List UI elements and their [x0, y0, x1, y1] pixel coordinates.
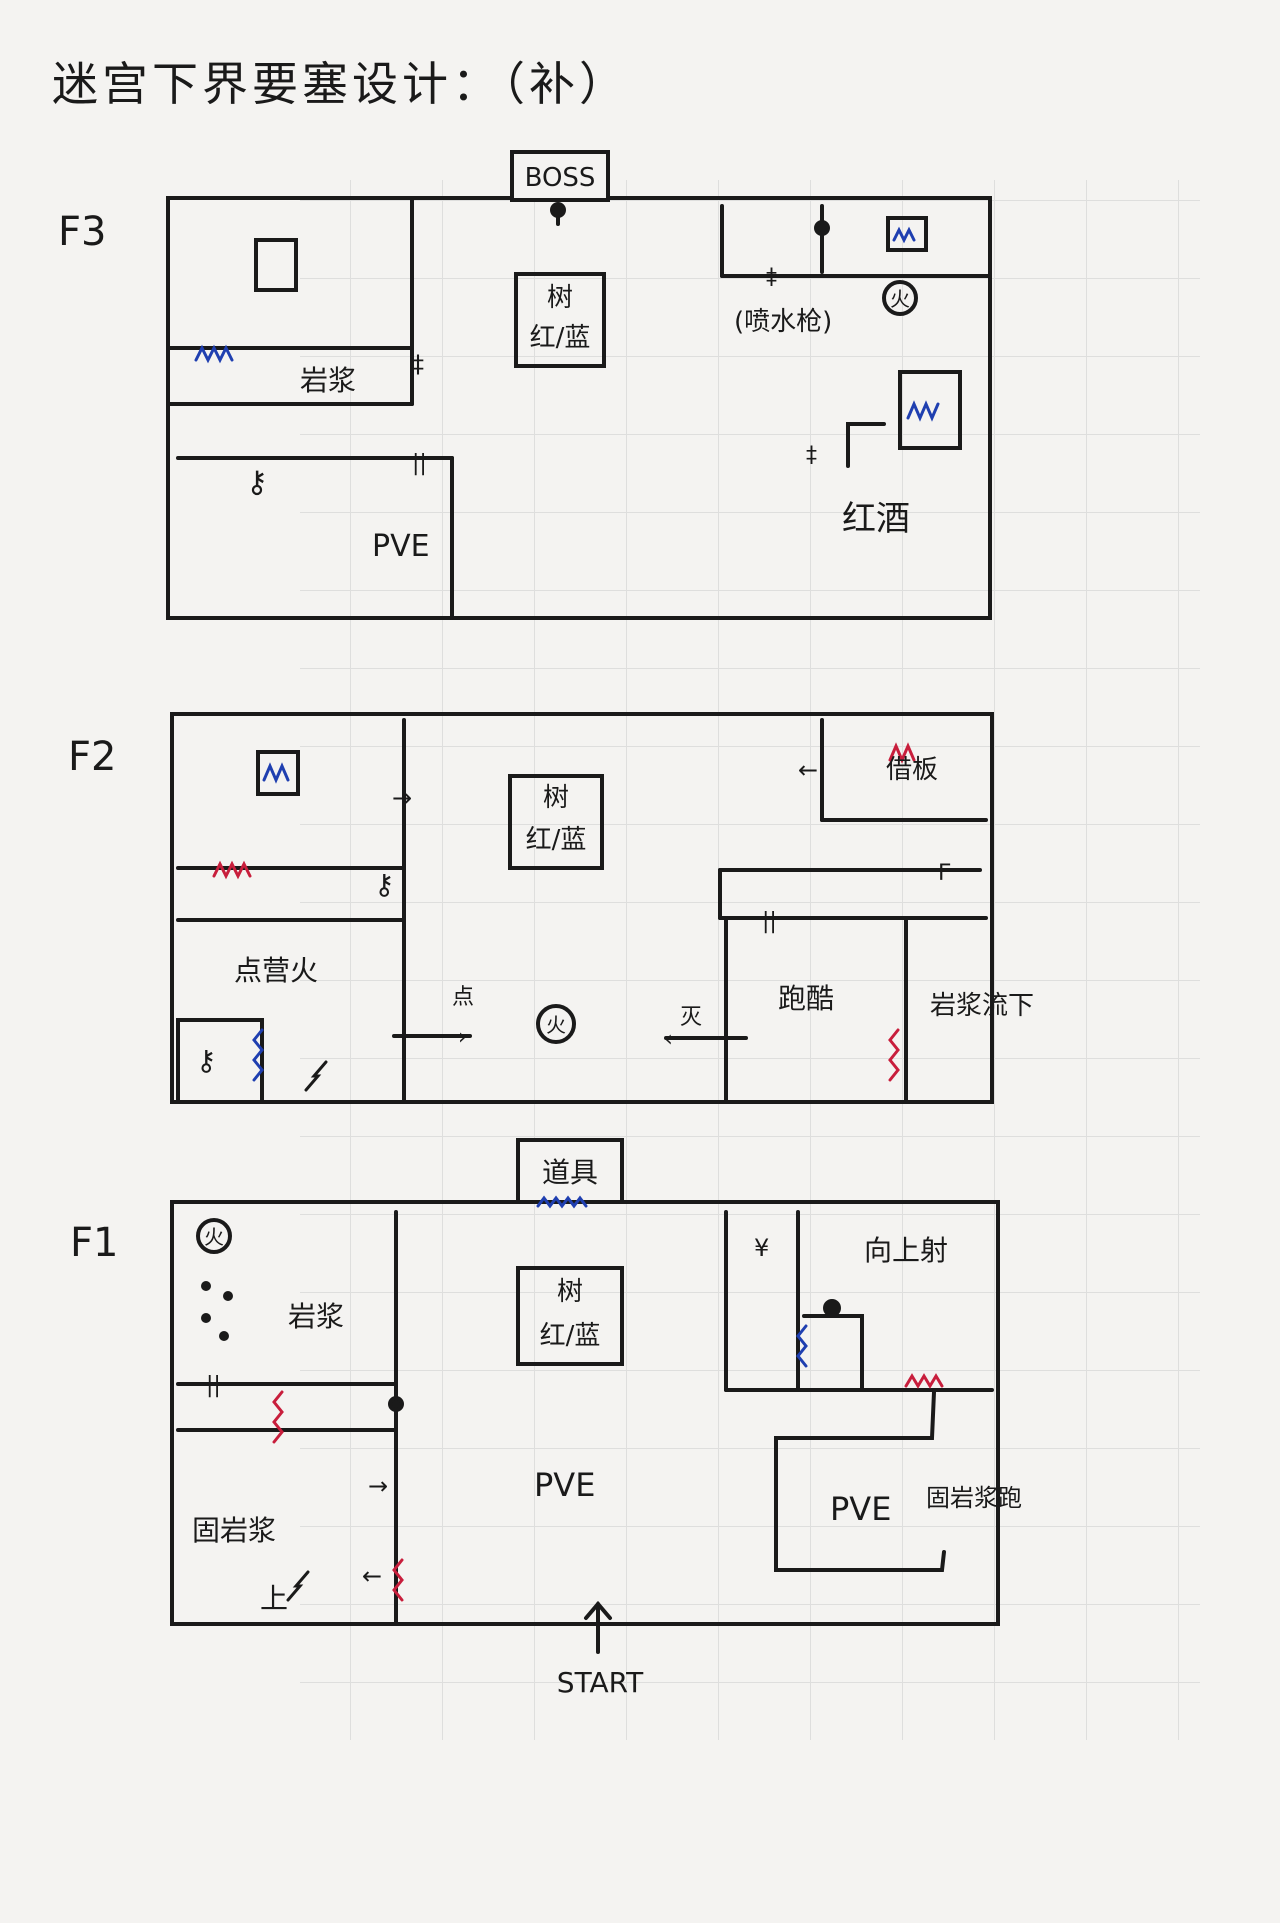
blue-lava-icon-7 — [796, 1324, 808, 1368]
red-lava-icon-5 — [392, 1558, 404, 1602]
f3-tree-box — [514, 272, 606, 368]
blue-lava-icon-2 — [892, 226, 916, 244]
lava-flow-label: 岩浆流下 — [930, 991, 1034, 1021]
stairs-icon — [304, 1060, 328, 1092]
red-lava-icon-3 — [888, 1028, 900, 1082]
start-label: START — [557, 1666, 644, 1699]
blue-lava-icon-4 — [262, 762, 290, 784]
f3-door-mark-2: || — [412, 451, 427, 476]
f3-lava-label: 岩浆 — [300, 364, 356, 397]
fire-icon-3 — [196, 1218, 232, 1254]
boss-box — [510, 150, 610, 202]
props-box — [516, 1138, 624, 1204]
f3-tree-label-1: 树 — [547, 283, 573, 313]
fire-icon-label: 火 — [890, 287, 910, 311]
f1-door-mark: || — [206, 1373, 221, 1398]
f1-pve-center-label: PVE — [534, 1466, 595, 1504]
parkour-label: 跑酷 — [778, 982, 834, 1015]
f3-pve-label: PVE — [372, 529, 430, 564]
f2-small-room — [176, 1018, 264, 1104]
fire-icon-2 — [536, 1004, 576, 1044]
f3-tree-label-2: 红/蓝 — [530, 323, 591, 353]
arrow-right-icon-2: › — [458, 1025, 467, 1050]
blue-lava-icon-5 — [252, 1028, 264, 1082]
boss-label: BOSS — [525, 163, 596, 193]
f2-blue-box — [256, 750, 300, 796]
f1-inner-room — [802, 1314, 864, 1390]
background-grid — [300, 180, 1200, 1740]
f3-door-lock-icon — [814, 220, 830, 236]
blue-lava-icon — [194, 344, 234, 364]
dot-2 — [223, 1291, 233, 1301]
point-label: 点 — [452, 985, 474, 1010]
floor-f1: F1 道具 火 岩浆 || → 固岩浆 上 ← 树 红/蓝 PVE ¥ — [70, 1138, 1022, 1699]
red-wine-label: 红酒 — [842, 499, 910, 539]
blue-lava-icon-6 — [536, 1195, 588, 1209]
key-icon-3: ⚷ — [196, 1044, 217, 1077]
f1-pve-room-wall — [774, 1390, 946, 1572]
red-lava-icon-4 — [272, 1390, 284, 1444]
floor-label-f1: F1 — [70, 1220, 118, 1266]
f2-tree-label-1: 树 — [543, 783, 569, 813]
f2-door-mark-2: || — [762, 909, 777, 934]
f2-tree-label-2: 红/蓝 — [526, 825, 587, 855]
arrow-left-icon-2: ← — [798, 756, 818, 784]
fire-icon — [882, 280, 918, 316]
borrow-label: 借板 — [886, 755, 938, 785]
arrow-left-icon-3: ← — [362, 1562, 382, 1590]
water-gun-label: (喷水枪) — [734, 307, 832, 337]
start-arrow-icon — [584, 1600, 612, 1620]
red-lava-icon — [212, 860, 252, 880]
floor-f2: F2 → ⚷ 点营火 ⚷ 点 › 树 红/蓝 火 灭 ‹ ← 借板 — [68, 712, 1034, 1104]
red-lava-icon-2 — [888, 742, 916, 764]
solid-lava-jump-label: 固岩浆跑 — [926, 1484, 1022, 1512]
up-label: 上 — [260, 1582, 288, 1615]
f1-tree-label-2: 红/蓝 — [540, 1321, 601, 1351]
up-shoot-label: 向上射 — [864, 1234, 948, 1267]
props-label: 道具 — [542, 1156, 598, 1189]
key-icon: ⚷ — [246, 465, 268, 500]
f3-chest-icon — [254, 238, 298, 292]
f3-door-mark-4: ‡ — [806, 443, 817, 468]
dot-1 — [201, 1281, 211, 1291]
blue-lava-icon-3 — [906, 400, 940, 422]
arrow-left-icon: ‹ — [664, 1027, 673, 1052]
arrow-right-icon: → — [392, 784, 412, 812]
f3-door-mark-3: ‡ — [766, 265, 777, 290]
f3-door-mark: ‡ — [412, 350, 424, 378]
f2-tree-box — [508, 774, 604, 870]
stairs-icon-2 — [286, 1570, 310, 1602]
f1-lava-label: 岩浆 — [288, 1300, 344, 1333]
f1-tree-box — [516, 1266, 624, 1366]
red-lava-icon-6 — [904, 1373, 944, 1389]
key-icon-2: ⚷ — [374, 868, 395, 901]
f1-door-lock-icon — [388, 1396, 404, 1412]
f2-door-mark: Γ — [938, 861, 951, 886]
f3-blue-box — [886, 216, 928, 252]
f1-tree-label-1: 树 — [557, 1277, 583, 1307]
fire-icon-2-label: 火 — [546, 1013, 566, 1037]
solid-lava-label: 固岩浆 — [192, 1514, 276, 1547]
extinguish-label: 灭 — [680, 1005, 702, 1030]
arrow-path — [846, 422, 886, 468]
page-title: 迷宫下界要塞设计：（补） — [52, 57, 629, 111]
f1-boss-mark: ¥ — [754, 1234, 769, 1262]
arrow-right-icon-3: → — [368, 1472, 388, 1500]
dot-3 — [201, 1313, 211, 1323]
light-fire-label: 点营火 — [234, 954, 318, 987]
floor-label-f3: F3 — [58, 209, 106, 255]
f3-wine-box — [898, 370, 962, 450]
floor-f3: F3 BOSS 岩浆 ‡ || ⚷ PVE 树 红/蓝 ‡ 火 — [58, 150, 992, 620]
dot-4 — [219, 1331, 229, 1341]
f1-lock-icon — [823, 1299, 841, 1317]
f1-pve-room-label: PVE — [830, 1490, 891, 1528]
f2-outer-wall — [170, 712, 994, 1104]
floor-label-f2: F2 — [68, 734, 116, 780]
fire-icon-3-label: 火 — [204, 1225, 224, 1249]
